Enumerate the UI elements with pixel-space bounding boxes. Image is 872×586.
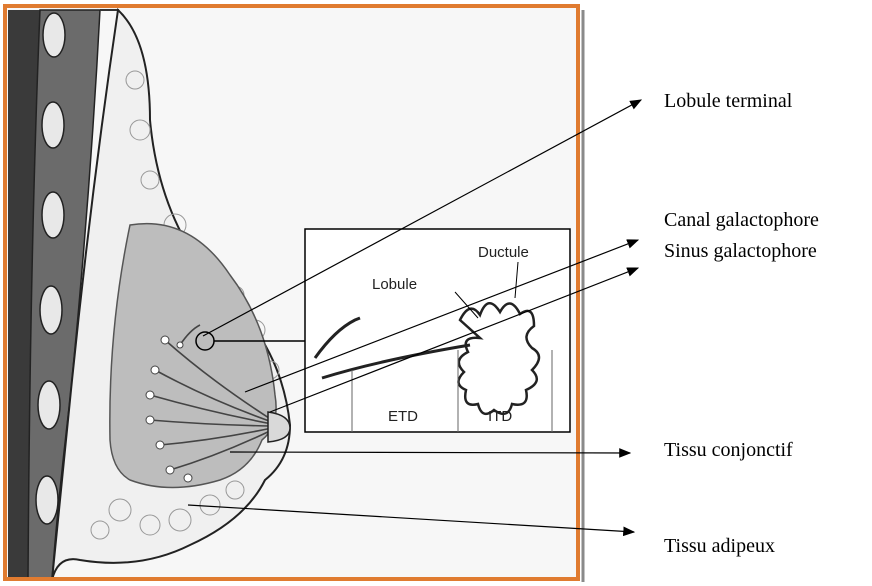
label-tissu-conjonctif: Tissu conjonctif — [664, 440, 793, 460]
rib — [40, 286, 62, 334]
inset-label-lobule: Lobule — [372, 276, 417, 293]
label-tissu-adipeux: Tissu adipeux — [664, 536, 775, 556]
inset-label-itd: ITD — [488, 408, 512, 425]
rib — [43, 13, 65, 57]
inset-label-ductule: Ductule — [478, 244, 529, 261]
inset-label-etd: ETD — [388, 408, 418, 425]
rib — [36, 476, 58, 524]
rib — [42, 192, 64, 238]
rib — [38, 381, 60, 429]
label-lobule-terminal: Lobule terminal — [664, 91, 792, 111]
label-sinus-galactophore: Sinus galactophore — [664, 241, 817, 261]
rib — [42, 102, 64, 148]
label-canal-galactophore: Canal galactophore — [664, 210, 819, 230]
